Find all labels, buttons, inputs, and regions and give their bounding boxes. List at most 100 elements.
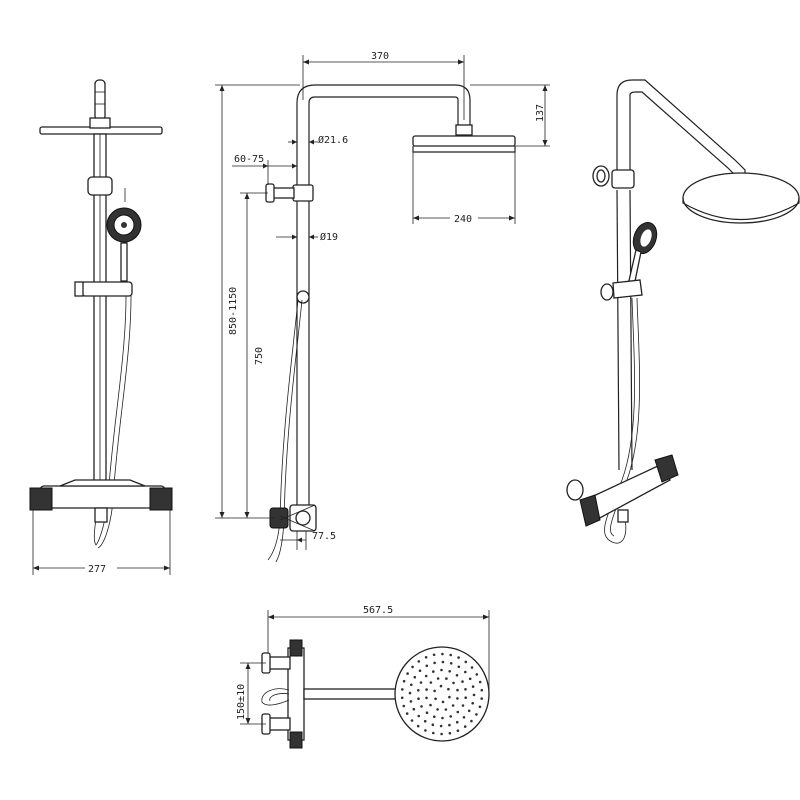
nozzle-dot <box>448 731 452 735</box>
side-slider <box>296 290 310 304</box>
nozzle-dot <box>447 687 450 691</box>
persp-slider-bracket <box>612 279 643 299</box>
nozzle-dot <box>433 661 436 665</box>
nozzle-dot <box>449 662 453 665</box>
dim-label-277: 277 <box>88 564 106 575</box>
nozzle-dot <box>434 697 437 701</box>
nozzle-dot <box>432 731 435 735</box>
dim-label-370: 370 <box>371 51 389 62</box>
nozzle-dot <box>413 675 417 679</box>
nozzle-dot <box>405 712 409 715</box>
persp-riser-top <box>616 95 631 181</box>
nozzle-dot <box>417 660 421 663</box>
nozzle-dot <box>456 697 459 700</box>
persp-right-handle <box>654 454 679 483</box>
nozzle-dot <box>455 720 459 724</box>
persp-arm-inner <box>629 91 736 180</box>
nozzle-dot <box>449 715 453 718</box>
nozzle-dot <box>418 669 422 672</box>
persp-wall-connector <box>566 479 584 501</box>
nozzle-dot <box>429 681 433 684</box>
nozzle-dot <box>425 664 429 668</box>
nozzle-dot <box>439 684 443 688</box>
nozzle-dot <box>432 653 436 657</box>
nozzle-dot <box>432 670 435 673</box>
nozzle-dot <box>464 660 468 664</box>
nozzle-dot <box>425 711 429 714</box>
nozzle-dot <box>456 710 460 714</box>
persp-slider-knob <box>600 283 614 301</box>
persp-shower-head <box>682 172 800 224</box>
top-handle-bottom <box>289 731 303 749</box>
nozzle-dot <box>461 704 465 707</box>
dim-label-dia-19: Ø19 <box>320 231 338 243</box>
nozzle-dot <box>461 680 464 683</box>
front-left-handle <box>29 487 53 511</box>
nozzle-dot <box>429 703 432 707</box>
nozzle-dot <box>471 701 475 705</box>
top-nozzle-pattern <box>400 652 484 736</box>
nozzle-dot <box>417 714 421 718</box>
nozzle-dot <box>417 697 420 700</box>
nozzle-dot <box>400 696 404 700</box>
nozzle-dot <box>449 653 453 657</box>
nozzle-dot <box>455 674 459 677</box>
dim-label-dia-21-6: Ø21.6 <box>318 134 348 146</box>
dim-label-240: 240 <box>454 214 472 225</box>
front-arm-stub <box>94 79 106 121</box>
nozzle-dot <box>409 700 413 703</box>
nozzle-dot <box>425 688 428 691</box>
dim-label-150: 150±10 <box>236 684 247 720</box>
nozzle-dot <box>425 696 428 700</box>
nozzle-dot <box>463 725 467 728</box>
top-arm-pipe <box>303 688 397 700</box>
side-arm-outer <box>296 84 471 125</box>
persp-arm-outer <box>616 79 746 180</box>
nozzle-dot <box>464 688 467 691</box>
front-slider-knob <box>74 281 84 297</box>
dim-label-567-5: 567.5 <box>363 605 393 616</box>
front-slider-bracket <box>81 281 133 297</box>
persp-left-handle <box>579 494 601 527</box>
nozzle-dot <box>419 681 423 684</box>
nozzle-dot <box>420 705 423 708</box>
side-diverter <box>292 184 314 202</box>
nozzle-dot <box>470 666 474 669</box>
dim-label-60-75: 60-75 <box>234 154 264 165</box>
side-hose <box>267 299 299 561</box>
nozzle-dot <box>440 732 443 736</box>
side-arm-inner <box>308 96 459 125</box>
nozzle-dot <box>424 729 427 732</box>
persp-diverter <box>611 169 635 189</box>
nozzle-dot <box>472 693 476 697</box>
persp-outlet <box>617 509 629 523</box>
nozzle-dot <box>478 680 482 684</box>
side-head-connector <box>455 124 473 136</box>
dim-label-850-1150: 850-1150 <box>228 287 239 335</box>
nozzle-dot <box>410 683 413 687</box>
nozzle-dot <box>431 723 435 726</box>
side-view: 370 137 Ø21.6 60-75 240 Ø19 <box>215 51 550 563</box>
nozzle-dot <box>411 665 414 669</box>
nozzle-dot <box>475 713 478 716</box>
nozzle-dot <box>464 670 467 674</box>
nozzle-dot <box>451 704 455 707</box>
nozzle-dot <box>406 672 409 675</box>
nozzle-dot <box>424 656 428 659</box>
nozzle-dot <box>467 709 471 713</box>
nozzle-dot <box>412 707 416 711</box>
nozzle-dot <box>440 668 443 672</box>
dim-label-77-5: 77.5 <box>312 531 336 542</box>
nozzle-dot <box>448 723 451 727</box>
front-mixer-body <box>39 485 166 509</box>
perspective-view <box>566 79 800 544</box>
front-hand-handle <box>120 242 128 282</box>
nozzle-dot <box>441 716 444 720</box>
nozzle-dot <box>401 688 404 691</box>
front-head-connector <box>89 117 111 129</box>
top-hose <box>261 688 290 706</box>
front-outlet <box>94 507 108 523</box>
nozzle-dot <box>410 719 414 722</box>
